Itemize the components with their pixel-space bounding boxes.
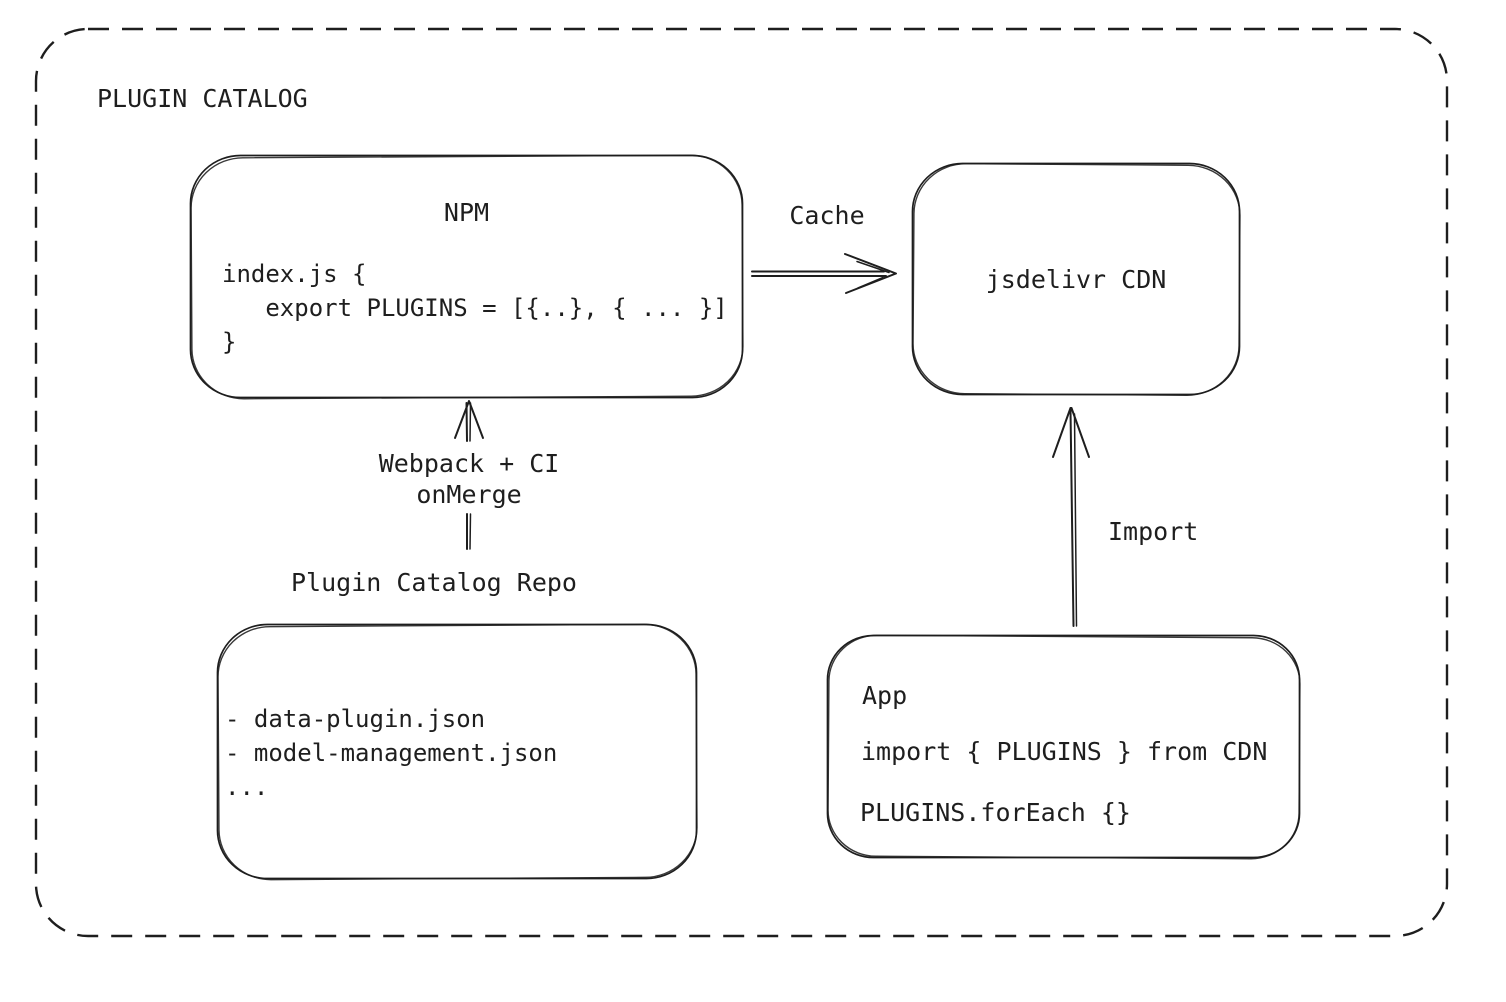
diagram-title: PLUGIN CATALOG: [97, 84, 308, 113]
npm-box-title: NPM: [443, 198, 490, 227]
cache-arrow-label: Cache: [789, 201, 865, 230]
repo-box: [216, 623, 698, 881]
repo-file-list: - data-plugin.json - model-management.js…: [225, 705, 558, 801]
cdn-box: [911, 162, 1241, 396]
npm-box: [189, 154, 744, 400]
app-code-import: import { PLUGINS } from CDN: [861, 737, 1268, 766]
plugin-catalog-boundary: [34, 27, 1449, 938]
build-arrow-label: Webpack + CI onMerge: [378, 449, 560, 509]
import-arrow: [1052, 407, 1090, 627]
npm-code: index.js { export PLUGINS = [{..}, { ...…: [222, 260, 728, 356]
app-box: [826, 634, 1301, 860]
app-code-foreach: PLUGINS.forEach {}: [860, 798, 1131, 827]
build-arrow: [454, 400, 484, 550]
repo-label: Plugin Catalog Repo: [291, 568, 577, 597]
cdn-box-title: jsdelivr CDN: [985, 265, 1167, 294]
app-box-title: App: [862, 681, 908, 710]
import-arrow-label: Import: [1108, 517, 1199, 546]
cache-arrow: [751, 253, 897, 294]
